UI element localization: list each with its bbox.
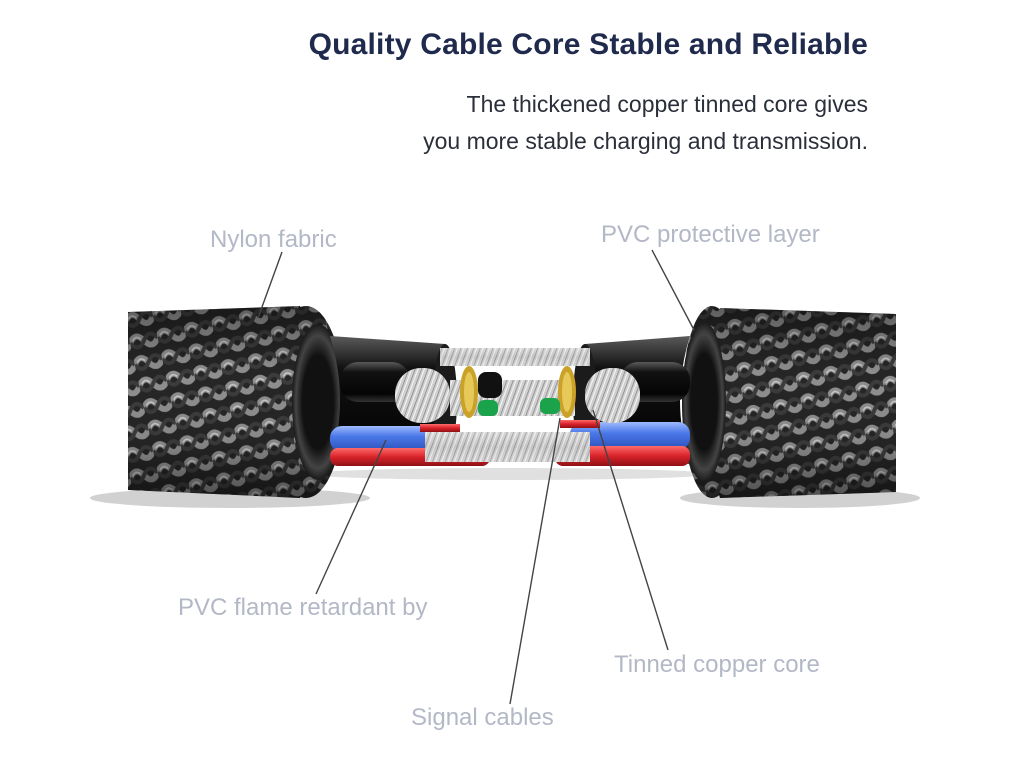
label-nylon-fabric: Nylon fabric [210, 226, 337, 253]
leader-signal-cables [509, 417, 561, 705]
label-tinned-copper-core: Tinned copper core [614, 651, 820, 678]
page-subtitle: The thickened copper tinned core gives y… [423, 86, 868, 160]
label-pvc-protective-layer: PVC protective layer [601, 221, 820, 248]
leader-pvc-protective-layer [651, 249, 695, 331]
floor-shadow-center [310, 468, 710, 480]
leader-pvc-flame-retardant [315, 439, 387, 595]
subtitle-line-2: you more stable charging and transmissio… [423, 128, 868, 154]
label-signal-cables: Signal cables [411, 704, 554, 731]
page-title: Quality Cable Core Stable and Reliable [308, 28, 868, 61]
leader-nylon-fabric [257, 251, 283, 319]
subtitle-line-1: The thickened copper tinned core gives [466, 91, 868, 117]
signal-cable-ends [460, 366, 576, 418]
label-pvc-flame-retardant: PVC flame retardant by [178, 594, 428, 621]
nylon-braid-right [682, 306, 896, 498]
nylon-braid-left [128, 306, 344, 498]
leader-lines [257, 249, 695, 705]
leader-tinned-copper-core [592, 409, 669, 651]
